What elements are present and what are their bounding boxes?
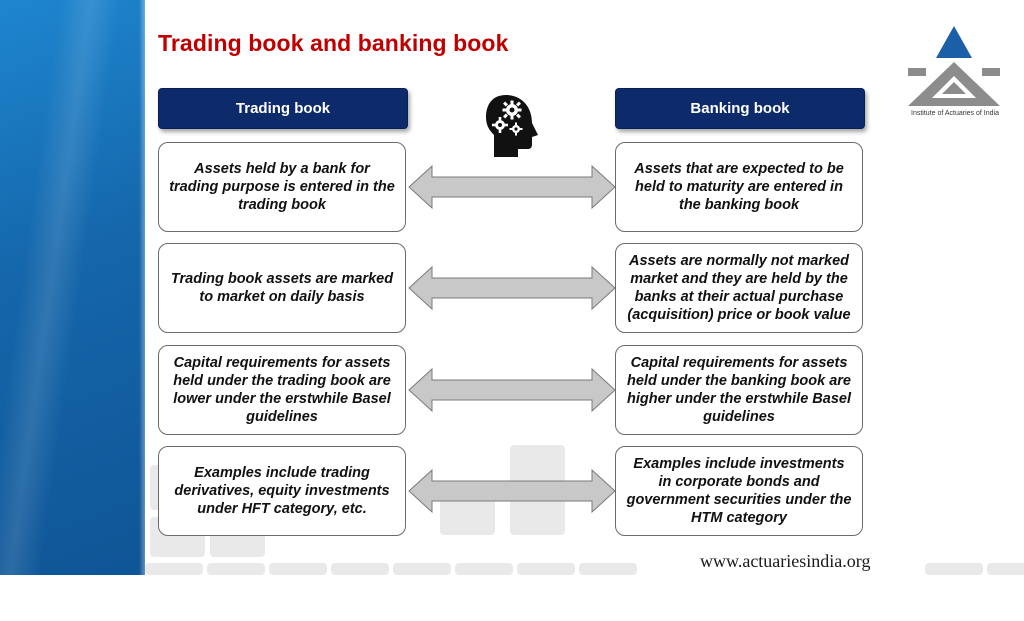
double-headed-arrow-icon (408, 265, 616, 311)
institute-logo (908, 26, 1000, 106)
double-headed-arrow-icon (408, 468, 616, 514)
banking-book-point-2: Assets are normally not marked market an… (615, 243, 863, 333)
bg-tile (925, 563, 983, 575)
bg-tile (440, 495, 495, 535)
logo-top-triangle (936, 26, 972, 58)
trading-book-point-3: Capital requirements for assets held und… (158, 345, 406, 435)
logo-inner-mark (942, 82, 966, 94)
bg-tile (517, 563, 575, 575)
bg-tile (987, 563, 1024, 575)
bg-tile (269, 563, 327, 575)
band-edge (139, 0, 145, 575)
banking-book-point-3: Capital requirements for assets held und… (615, 345, 863, 435)
trading-book-point-2: Trading book assets are marked to market… (158, 243, 406, 333)
bg-tile (455, 563, 513, 575)
logo-bar-left (908, 68, 926, 76)
slide-title: Trading book and banking book (158, 30, 509, 56)
trading-book-point-4: Examples include trading derivatives, eq… (158, 446, 406, 536)
bg-tile (331, 563, 389, 575)
band-highlight (0, 0, 126, 621)
logo-bar-right (982, 68, 1000, 76)
logo-caption: Institute of Actuaries of India (911, 110, 999, 117)
banking-book-header: Banking book (615, 88, 865, 129)
website-link[interactable]: www.actuariesindia.org (700, 551, 871, 571)
banking-book-point-1: Assets that are expected to be held to m… (615, 142, 863, 232)
head-with-gears-icon (486, 95, 538, 157)
double-headed-arrow-icon (408, 367, 616, 413)
left-decorative-band (0, 0, 145, 621)
bg-tile (393, 563, 451, 575)
trading-book-header: Trading book (158, 88, 408, 129)
bg-tile (207, 563, 265, 575)
bg-tile (579, 563, 637, 575)
double-headed-arrow-icon (408, 164, 616, 210)
banking-book-point-4: Examples include investments in corporat… (615, 446, 863, 536)
bg-tile (145, 563, 203, 575)
bg-tile (510, 495, 565, 535)
trading-book-point-1: Assets held by a bank for trading purpos… (158, 142, 406, 232)
